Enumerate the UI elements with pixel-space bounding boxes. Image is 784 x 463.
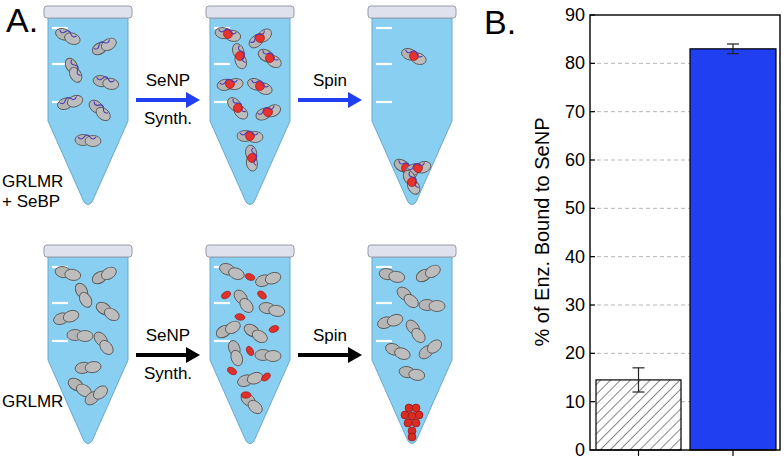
enzyme xyxy=(417,336,445,362)
enzyme xyxy=(231,288,257,316)
step-label: Spin xyxy=(294,317,366,355)
enzyme xyxy=(258,301,286,317)
enzyme xyxy=(93,300,122,323)
enzyme xyxy=(247,25,275,51)
tick-label: 50 xyxy=(530,197,585,219)
error-bar xyxy=(633,368,645,392)
enzyme xyxy=(414,262,443,285)
enzyme xyxy=(54,265,82,281)
step-label: Spin xyxy=(294,62,366,100)
enzyme xyxy=(214,26,242,42)
panel-letter: B. xyxy=(484,2,544,42)
enzyme xyxy=(376,311,405,331)
enzyme xyxy=(394,284,422,310)
enzyme xyxy=(243,144,259,172)
enzyme xyxy=(54,26,83,46)
enzyme xyxy=(238,390,266,416)
tube xyxy=(368,245,456,444)
enzyme xyxy=(384,341,413,361)
tick-label: 30 xyxy=(530,294,585,316)
enzyme xyxy=(398,365,426,381)
enzyme xyxy=(90,264,119,287)
step-label: SeNP Synth. xyxy=(132,62,204,138)
enzyme xyxy=(255,47,284,70)
enzyme xyxy=(67,330,93,342)
enzyme xyxy=(72,281,95,310)
plot-frame xyxy=(590,15,780,450)
tick-label: 40 xyxy=(530,246,585,268)
enzyme xyxy=(83,382,111,408)
enzyme xyxy=(400,46,429,66)
bar-chart xyxy=(590,15,780,456)
tick-label: 90 xyxy=(530,4,585,26)
sample-label: GRLMR + SeBP xyxy=(2,172,70,212)
enzyme xyxy=(56,92,85,112)
enzyme xyxy=(255,350,281,362)
enzyme xyxy=(91,330,117,358)
enzyme xyxy=(237,131,263,143)
process-arrow xyxy=(298,92,362,108)
enzyme xyxy=(254,269,283,289)
enzyme xyxy=(225,339,245,368)
process-arrow xyxy=(136,92,200,108)
enzyme xyxy=(86,97,114,123)
enzyme xyxy=(403,318,429,346)
panel-letter: A. xyxy=(6,0,66,40)
process-arrow xyxy=(298,347,362,363)
error-bar xyxy=(727,44,739,54)
tick-label: 80 xyxy=(530,52,585,74)
enzyme xyxy=(90,35,119,58)
tube xyxy=(368,6,456,205)
tube xyxy=(44,245,132,444)
enzyme xyxy=(246,76,275,96)
enzyme xyxy=(254,102,283,124)
pelleted-enzyme xyxy=(400,168,423,197)
tick-label: 60 xyxy=(530,149,585,171)
enzyme xyxy=(52,307,81,327)
enzyme xyxy=(419,300,445,312)
enzyme xyxy=(218,261,247,281)
tube xyxy=(206,245,294,444)
enzyme xyxy=(216,76,244,92)
tick-label: 0 xyxy=(530,439,585,461)
enzyme xyxy=(236,369,265,389)
enzyme xyxy=(229,42,249,71)
bar xyxy=(690,49,776,450)
step-label: SeNP Synth. xyxy=(132,317,204,393)
enzyme xyxy=(74,359,102,375)
enzyme xyxy=(75,135,101,147)
tick-label: 20 xyxy=(530,342,585,364)
sample-label: GRLMR xyxy=(2,392,70,412)
enzyme xyxy=(214,318,243,341)
tick-label: 10 xyxy=(530,391,585,413)
enzyme xyxy=(92,74,120,90)
enzyme xyxy=(62,56,85,85)
axis-title: % of Enz. Bound to SeNP xyxy=(530,72,554,392)
enzyme xyxy=(400,168,423,197)
tick-label: 70 xyxy=(530,101,585,123)
enzyme xyxy=(378,267,406,283)
enzyme xyxy=(224,95,251,122)
tube xyxy=(206,6,294,205)
enzyme xyxy=(241,322,270,345)
process-arrow xyxy=(136,347,200,363)
